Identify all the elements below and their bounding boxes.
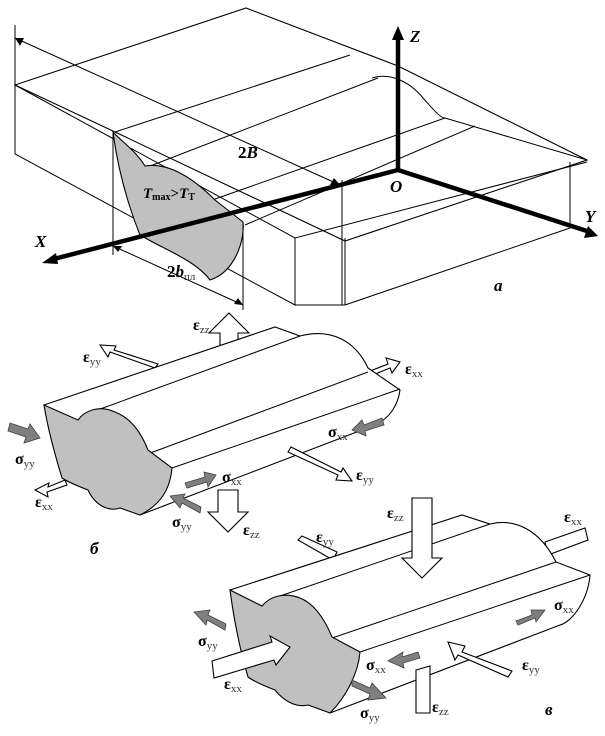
panel-a-label: а: [494, 276, 503, 295]
arrow-eps-xx-right-c: [544, 527, 589, 556]
arrow-sig-yy-front-c: [351, 679, 387, 701]
bead-edge-b3: [171, 388, 401, 469]
label-eps-xx-left-c: εxx: [224, 676, 242, 695]
arrow-sig-xx-front-c: [387, 651, 421, 669]
arrow-eps-yy-top: [297, 535, 338, 561]
arrow-eps-yy-right: [287, 446, 354, 482]
arrow-eps-yy-left: [98, 344, 159, 369]
dim-2B-line: [14, 37, 341, 186]
label-eps-xx-right-c: εxx: [564, 509, 582, 528]
arrow-sig-yy-left: [7, 422, 41, 444]
arrow-eps-xx-left: [33, 479, 68, 499]
label-sig-yy-front: σyy: [172, 514, 192, 533]
arrow-sig-xx-right-c: [515, 609, 546, 626]
label-eps-yy-right: εyy: [356, 467, 374, 486]
bead-line-2: [144, 77, 379, 169]
panel-b: εzz εyy εxx σxx σyy εxx σxx σyy εzz εyy …: [7, 312, 423, 558]
arrow-eps-zz-down: [206, 489, 250, 533]
label-sig-yy-left-c: σyy: [198, 633, 218, 652]
dim-2B-arrow-end: [330, 178, 340, 185]
plate-front-edge: [14, 84, 588, 239]
arrow-sig-yy-left-c: [193, 609, 227, 631]
heated-zone-label: Tmax>TT: [143, 186, 195, 203]
label-eps-yy-top: εyy: [316, 529, 334, 548]
label-eps-xx-left: εxx: [35, 494, 53, 513]
bead-line-4: [244, 125, 476, 226]
panel-c-label: в: [545, 700, 553, 719]
panel-c: εzz εyy εxx σxx σyy εxx σxx σyy εzz εyy …: [193, 497, 591, 724]
panel-b-label: б: [90, 539, 100, 558]
bead-edge-b1: [91, 335, 301, 413]
label-sig-yy-front-c: σyy: [360, 705, 380, 724]
arrow-eps-zz-top: [400, 497, 444, 579]
axis-x: [49, 167, 399, 263]
axis-x-arrowhead: [42, 253, 58, 264]
section-b: [43, 404, 173, 516]
plate-bottom-right: [344, 227, 571, 306]
label-sig-xx-front: σxx: [222, 469, 242, 488]
arrow-eps-xx-left-c: [211, 634, 291, 679]
label-sig-xx-front-c: σxx: [366, 657, 386, 676]
arrow-sig-yy-front: [169, 493, 202, 514]
panel-a-plate: Z X Y O 2B 2bпл Tmax>TT а: [13, 7, 598, 310]
label-eps-zz-bottom: εzz: [432, 699, 449, 718]
label-sig-xx-right: σxx: [328, 424, 348, 443]
bead-line-3: [214, 117, 446, 200]
dim-2b-arrow-start: [113, 246, 122, 252]
dim-2B-arrow-start: [15, 38, 24, 46]
axis-label-z: Z: [409, 27, 420, 46]
plate-top-face: [13, 7, 589, 242]
label-eps-zz-up: εzz: [193, 317, 210, 336]
label-eps-yy-right-c: εyy: [522, 657, 540, 676]
label-eps-yy-left: εyy: [83, 349, 101, 368]
bead-edge-b2: [144, 371, 369, 456]
arrow-eps-zz-bottom: [415, 665, 431, 714]
arrow-sig-xx-right: [351, 417, 385, 437]
axis-z-arrowhead: [392, 26, 404, 40]
dim-2B-label: 2B: [238, 143, 258, 162]
label-sig-yy-left: σyy: [15, 451, 35, 470]
label-sig-xx-right-c: σxx: [554, 597, 574, 616]
bead-edge-c1: [279, 523, 491, 597]
dim-2b-arrow-end: [234, 298, 243, 305]
bead-edge-c3: [359, 574, 591, 653]
dim-2b-line: [112, 245, 244, 306]
heated-zone: [112, 130, 244, 281]
bead-edge-c2: [331, 561, 557, 639]
label-eps-zz-top: εzz: [387, 505, 404, 524]
axis-y-arrowhead: [584, 226, 598, 238]
origin-label: O: [390, 177, 402, 196]
label-eps-zz-down: εzz: [243, 522, 260, 541]
arrow-sig-xx-front: [184, 471, 217, 489]
arrow-eps-yy-right-c: [447, 641, 513, 678]
bead-line-1: [114, 54, 351, 133]
axis-label-x: X: [34, 232, 47, 251]
axis-y: [397, 167, 591, 235]
label-eps-xx-right: εxx: [405, 361, 423, 380]
dim-2b-label: 2bпл: [167, 262, 196, 283]
axis-label-y: Y: [585, 207, 597, 226]
bead-profile-back: [371, 75, 588, 161]
section-c: [229, 589, 361, 714]
